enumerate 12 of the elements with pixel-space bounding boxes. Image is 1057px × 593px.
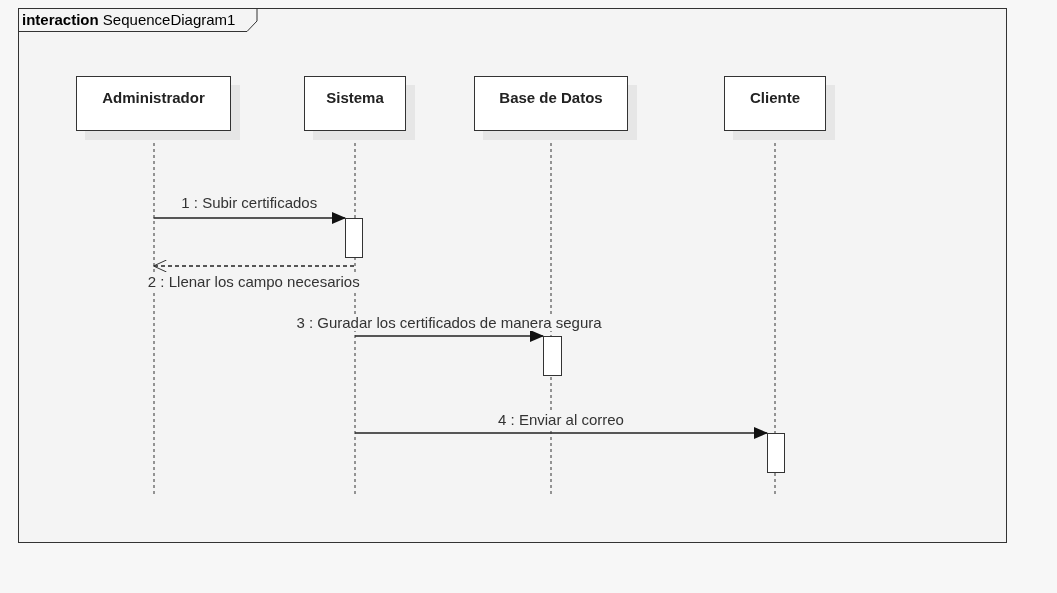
message-label: 1 : Subir certificados [181, 194, 318, 211]
message-label: 3 : Guradar los certificados de manera segura [296, 314, 602, 331]
message-label: 4 : Enviar al correo [498, 411, 624, 428]
activation-bar [767, 433, 785, 473]
message-arrow [354, 427, 768, 439]
activation-bar [543, 336, 562, 376]
message-arrow [354, 330, 544, 342]
return-arrow [152, 259, 355, 273]
activation-bar [345, 218, 363, 258]
message-arrow [152, 212, 346, 224]
message-label: 2 : Llenar los campo necesarios [147, 273, 360, 290]
frame [18, 8, 1007, 543]
